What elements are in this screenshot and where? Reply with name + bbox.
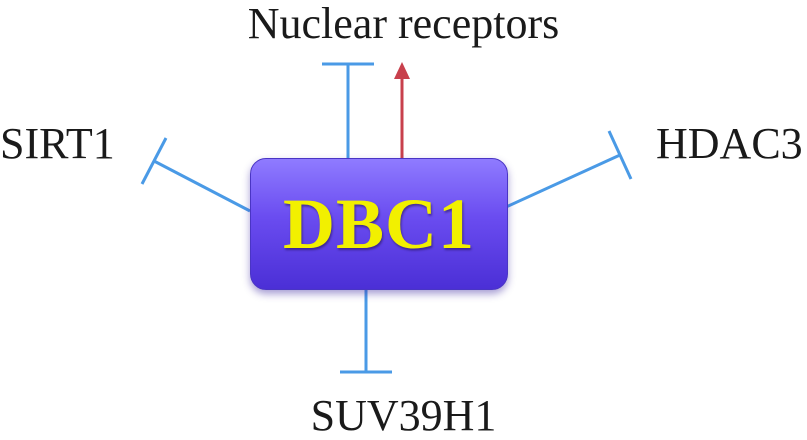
node-label-suv39h1: SUV39H1 bbox=[310, 391, 497, 440]
edge-inhibit-sirt1 bbox=[153, 159, 251, 213]
edge-inhibit-sirt1-bar bbox=[140, 137, 168, 185]
node-label-hdac3: HDAC3 bbox=[656, 119, 803, 168]
node-label-nuclear-receptors: Nuclear receptors bbox=[247, 0, 560, 48]
edge-activate-nuclear-receptors-arrowhead bbox=[394, 62, 410, 79]
center-node-dbc1: DBC1 bbox=[250, 158, 508, 290]
edge-inhibit-hdac3-bar bbox=[607, 130, 633, 180]
node-label-sirt1: SIRT1 bbox=[0, 119, 115, 168]
edge-inhibit-hdac3 bbox=[505, 153, 621, 209]
center-node-label: DBC1 bbox=[282, 184, 475, 264]
